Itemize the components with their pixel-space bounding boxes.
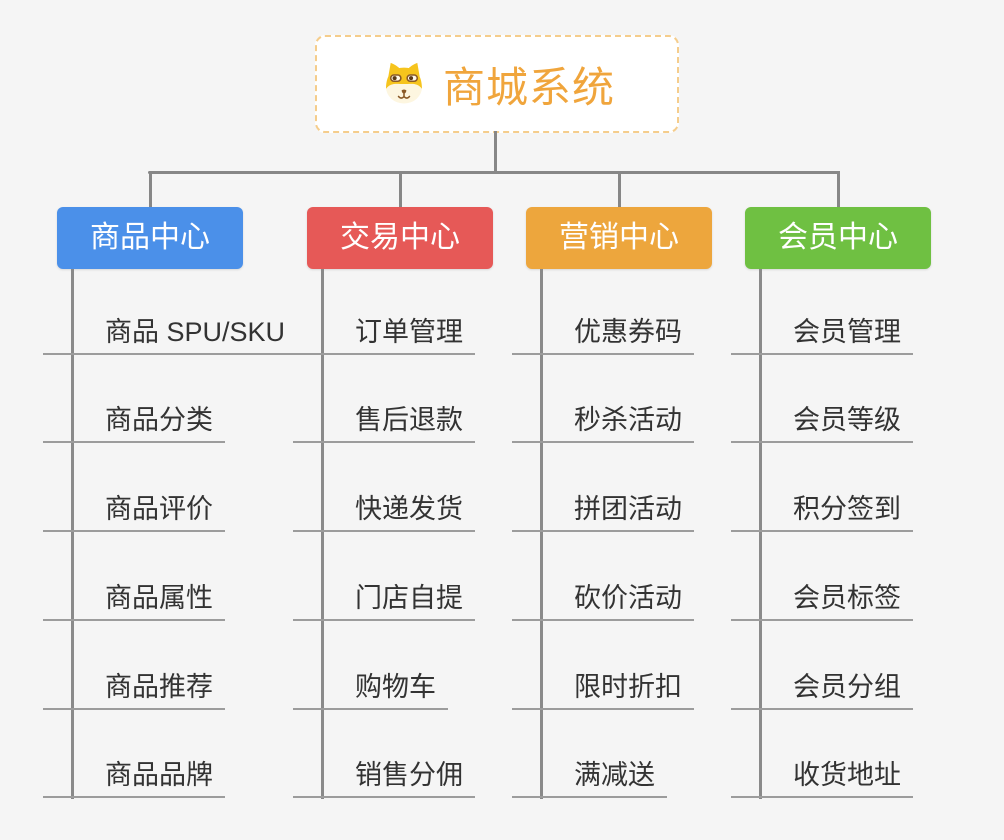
leaf-node[interactable]: 收货地址 [731, 754, 913, 798]
leaf-node[interactable]: 商品 SPU/SKU [43, 311, 298, 355]
branch-node-products[interactable]: 商品中心 [57, 207, 243, 269]
connector-drop-products [148, 171, 152, 208]
connector-drop-members [836, 171, 840, 208]
connector-drop-marketing [617, 171, 621, 208]
branch-rail [321, 269, 324, 799]
leaf-node[interactable]: 满减送 [512, 754, 667, 798]
leaf-node[interactable]: 会员管理 [731, 311, 913, 355]
leaf-node[interactable]: 销售分佣 [293, 754, 475, 798]
leaf-node[interactable]: 订单管理 [293, 311, 475, 355]
leaf-node[interactable]: 售后退款 [293, 399, 475, 443]
branch-rail [540, 269, 543, 799]
leaf-node[interactable]: 会员等级 [731, 399, 913, 443]
leaf-node[interactable]: 限时折扣 [512, 666, 694, 710]
leaf-node[interactable]: 商品评价 [43, 488, 225, 532]
leaf-node[interactable]: 快递发货 [293, 488, 475, 532]
connector-root-stub [494, 131, 497, 174]
connector-drop-trade [398, 171, 402, 208]
branch-node-members[interactable]: 会员中心 [745, 207, 931, 269]
branch-column-trade: 交易中心 订单管理 售后退款 快递发货 门店自提 购物车 销售分佣 [293, 207, 557, 807]
branch-rail [71, 269, 74, 799]
branch-column-products: 商品中心 商品 SPU/SKU 商品分类 商品评价 商品属性 商品推荐 商品品牌 [43, 207, 307, 807]
leaf-node[interactable]: 商品推荐 [43, 666, 225, 710]
branch-column-marketing: 营销中心 优惠券码 秒杀活动 拼团活动 砍价活动 限时折扣 满减送 [512, 207, 776, 807]
leaf-node[interactable]: 秒杀活动 [512, 399, 694, 443]
leaf-node[interactable]: 砍价活动 [512, 577, 694, 621]
leaf-node[interactable]: 商品属性 [43, 577, 225, 621]
leaf-node[interactable]: 会员标签 [731, 577, 913, 621]
leaf-node[interactable]: 优惠券码 [512, 311, 694, 355]
branch-column-members: 会员中心 会员管理 会员等级 积分签到 会员标签 会员分组 收货地址 [731, 207, 995, 807]
leaf-node[interactable]: 积分签到 [731, 488, 913, 532]
branch-node-marketing[interactable]: 营销中心 [526, 207, 712, 269]
branch-rail [759, 269, 762, 799]
leaf-node[interactable]: 商品分类 [43, 399, 225, 443]
shiba-dog-face-icon [386, 62, 422, 104]
leaf-node[interactable]: 拼团活动 [512, 488, 694, 532]
branch-node-trade[interactable]: 交易中心 [307, 207, 493, 269]
leaf-node[interactable]: 会员分组 [731, 666, 913, 710]
root-node-title: 商城系统 [442, 63, 615, 111]
leaf-node[interactable]: 门店自提 [293, 577, 475, 621]
leaf-node[interactable]: 购物车 [293, 666, 448, 710]
leaf-node[interactable]: 商品品牌 [43, 754, 225, 798]
connector-horizontal-line [148, 171, 840, 174]
root-node-mall-system[interactable]: 商城系统 [315, 35, 679, 133]
